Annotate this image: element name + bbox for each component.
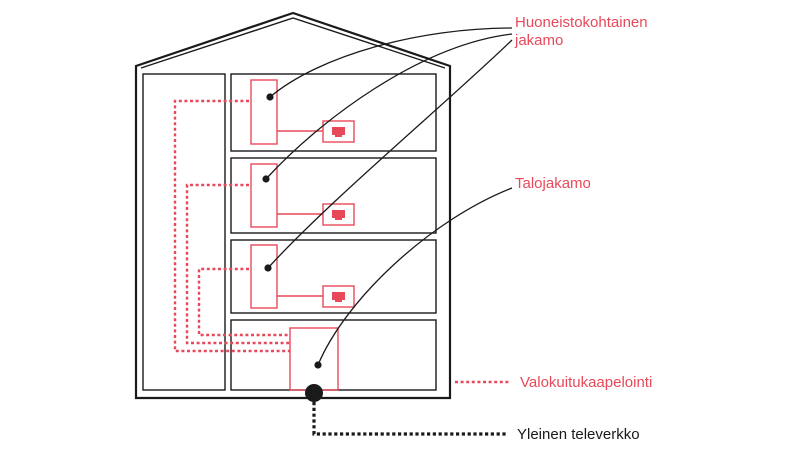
network-outlet-icon bbox=[322, 120, 355, 143]
label-fiber-cabling: Valokuitukaapelointi bbox=[520, 374, 652, 391]
roof-inner-line bbox=[140, 17, 446, 69]
label-public-network: Yleinen televerkko bbox=[517, 426, 640, 443]
fiber-cable-floor-3 bbox=[197, 267, 290, 337]
leader-lines bbox=[265, 27, 513, 366]
leader-dot bbox=[314, 361, 322, 369]
leader-dot bbox=[264, 264, 272, 272]
fiber-cable-floor-1 bbox=[173, 99, 290, 353]
distribution-equipment bbox=[250, 79, 339, 391]
network-outlet-icon bbox=[322, 203, 355, 226]
apartment-distributor-box-3 bbox=[250, 244, 278, 309]
basement-room bbox=[230, 319, 437, 391]
leader-dot bbox=[266, 93, 274, 101]
leader-line-distributor-2 bbox=[265, 33, 513, 180]
apartment-floor-3 bbox=[230, 239, 437, 314]
leader-line-distributor-1 bbox=[269, 27, 513, 98]
apartment-distributor-box-1 bbox=[250, 79, 278, 145]
leader-dot bbox=[262, 175, 270, 183]
network-entry-point bbox=[305, 384, 323, 402]
apartment-floor-2 bbox=[230, 157, 437, 234]
interior-rooms bbox=[142, 73, 437, 391]
leader-line-distributor-3 bbox=[267, 39, 513, 269]
public-network-cable bbox=[312, 402, 508, 436]
fiber-cables bbox=[173, 99, 290, 353]
leader-dots bbox=[262, 93, 322, 369]
network-outlet-icon bbox=[322, 285, 355, 308]
label-apartment-distributor-line1: Huoneistokohtainen bbox=[515, 14, 648, 31]
fiber-cable-floor-2 bbox=[185, 183, 290, 345]
house-shell bbox=[134, 11, 452, 400]
stairwell-shaft bbox=[142, 73, 226, 391]
building-outline bbox=[134, 11, 452, 400]
apartment-floor-1 bbox=[230, 73, 437, 152]
building-distributor-box bbox=[289, 327, 339, 391]
label-apartment-distributor-line2: jakamo bbox=[514, 32, 563, 49]
label-building-distributor: Talojakamo bbox=[515, 175, 591, 192]
apartment-distributor-box-2 bbox=[250, 163, 278, 228]
leader-line-building-distributor bbox=[317, 187, 513, 366]
